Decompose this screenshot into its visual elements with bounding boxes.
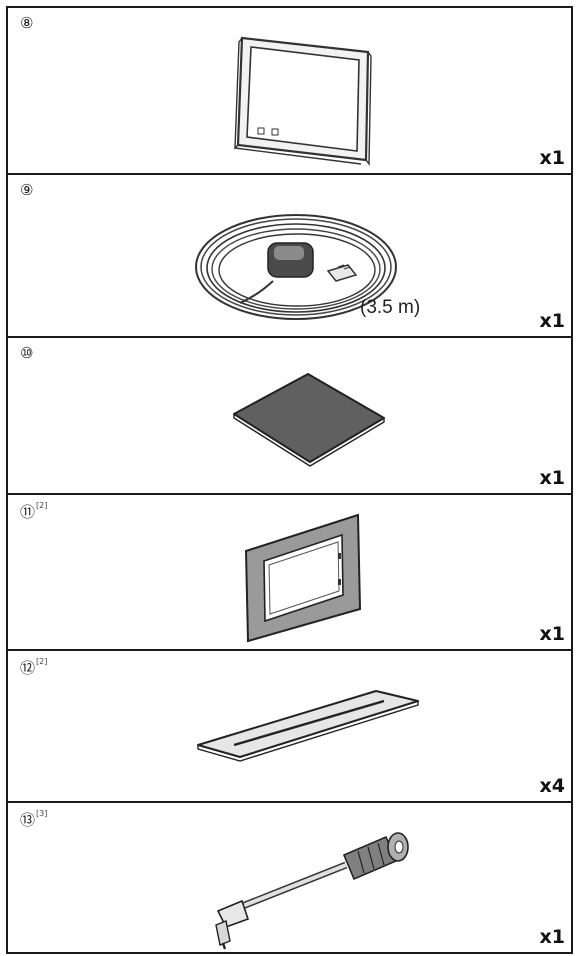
quantity-label: x1 bbox=[539, 926, 565, 948]
accessory-row-13: ⑬[3] x1 bbox=[8, 803, 571, 952]
accessory-parts-list: ⑧ x1 ⑨ (3.5 m) x1 ⑩ bbox=[6, 6, 573, 954]
adapter-cable-icon bbox=[215, 832, 409, 950]
quantity-label: x4 bbox=[539, 775, 565, 797]
quantity-label: x1 bbox=[539, 623, 565, 645]
accessory-row-9: ⑨ (3.5 m) x1 bbox=[8, 175, 571, 338]
quantity-label: x1 bbox=[539, 310, 565, 332]
adhesive-strip-icon bbox=[197, 690, 419, 762]
item-number: ⑬[3] bbox=[20, 809, 48, 829]
quantity-label: x1 bbox=[539, 147, 565, 169]
item-number: ⑨ bbox=[20, 181, 34, 199]
item-number: ⑪[2] bbox=[20, 501, 48, 521]
mounting-frame-icon bbox=[234, 36, 372, 167]
quantity-label: x1 bbox=[539, 467, 565, 489]
item-number: ⑧ bbox=[20, 14, 34, 32]
cable-length-label: (3.5 m) bbox=[360, 297, 421, 318]
gps-antenna-icon bbox=[195, 214, 397, 320]
accessory-row-10: ⑩ x1 bbox=[8, 338, 571, 495]
metal-plate-icon bbox=[233, 373, 385, 467]
item-number: ⑩ bbox=[20, 344, 34, 362]
accessory-row-8: ⑧ x1 bbox=[8, 8, 571, 175]
accessory-row-11: ⑪[2] x1 bbox=[8, 495, 571, 651]
accessory-row-12: ⑫[2] x4 bbox=[8, 651, 571, 803]
escutcheon-icon bbox=[244, 513, 362, 643]
item-number: ⑫[2] bbox=[20, 657, 48, 677]
